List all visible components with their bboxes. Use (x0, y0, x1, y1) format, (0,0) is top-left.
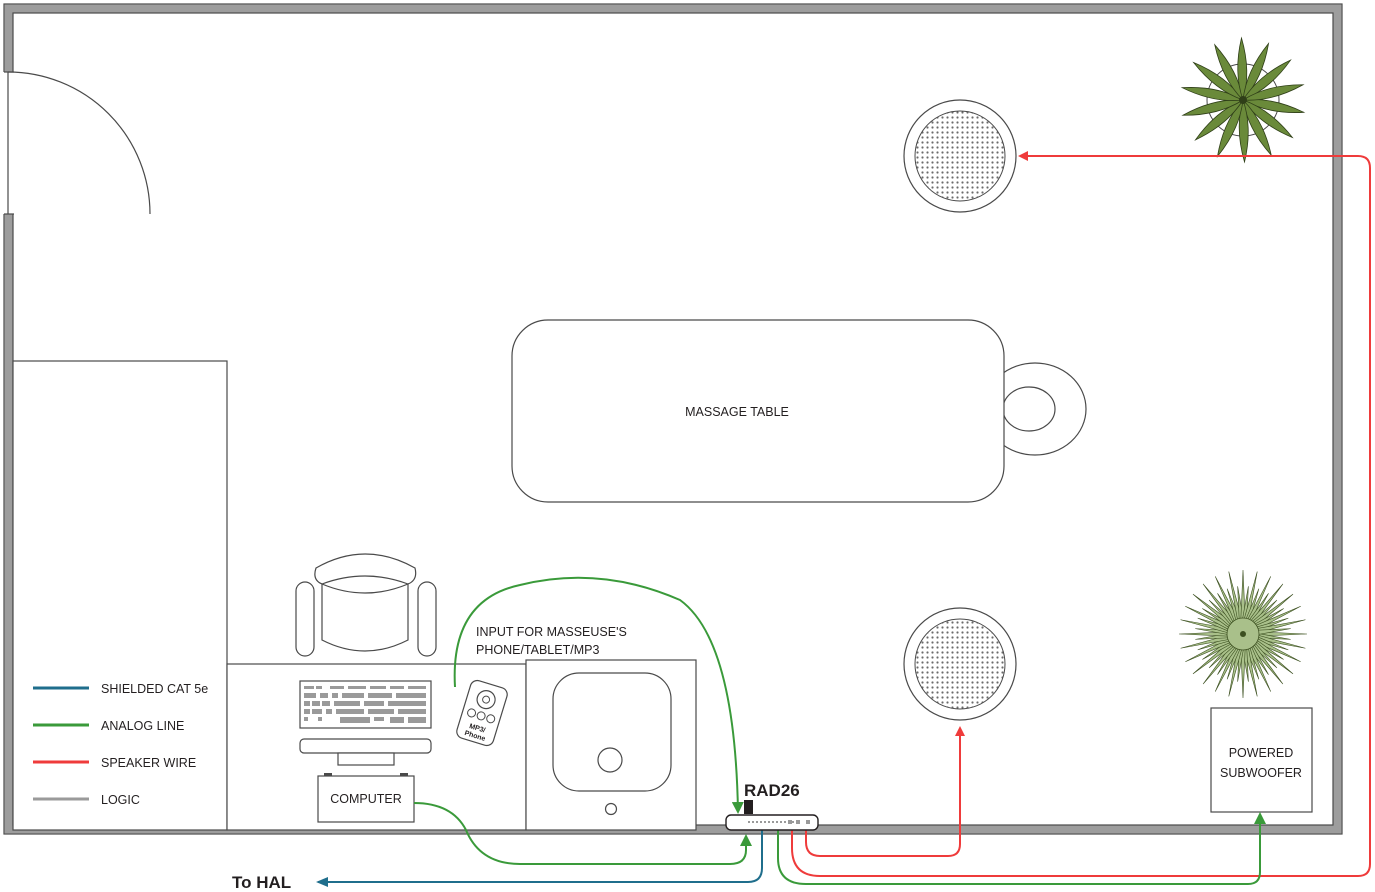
to-hal-label: To HAL (232, 873, 291, 892)
massage-table: MASSAGE TABLE (511, 319, 1087, 503)
computer: COMPUTER (317, 773, 415, 823)
rad26-label: RAD26 (744, 781, 800, 800)
legend-label: LOGIC (101, 793, 140, 807)
keyboard (299, 680, 432, 729)
legend: SHIELDED CAT 5e ANALOG LINE SPEAKER WIRE LO… (33, 682, 208, 807)
input-label-1: INPUT FOR MASSEUSE'S (476, 625, 627, 639)
mp3-label-1: MP3/ (468, 723, 486, 734)
legend-item: SHIELDED CAT 5e (33, 682, 208, 696)
legend-label: ANALOG LINE (101, 719, 184, 733)
speaker-wire-bottom (805, 726, 965, 857)
computer-label: COMPUTER (330, 792, 402, 806)
speaker-wire-top (791, 151, 1371, 877)
monitor (299, 738, 432, 766)
input-label-2: PHONE/TABLET/MP3 (476, 643, 599, 657)
office-chair (295, 553, 437, 657)
legend-item: SPEAKER WIRE (33, 756, 196, 770)
subwoofer-label-2: SUBWOOFER (1220, 766, 1302, 780)
spiky-plant (1178, 569, 1308, 699)
legend-label: SPEAKER WIRE (101, 756, 196, 770)
speaker-bottom (903, 607, 1017, 721)
analog-line-subwoofer (777, 812, 1266, 885)
subwoofer-label-1: POWERED (1229, 746, 1294, 760)
door (7, 71, 151, 215)
cabinet (12, 360, 228, 831)
sink (525, 659, 697, 831)
analog-line-mp3 (453, 576, 744, 814)
powered-subwoofer: POWERED SUBWOOFER (1210, 707, 1313, 813)
legend-item: LOGIC (33, 793, 140, 807)
mp3-phone-device: MP3/ Phone (456, 679, 508, 747)
legend-item: ANALOG LINE (33, 719, 184, 733)
massage-table-label: MASSAGE TABLE (685, 405, 789, 419)
legend-label: SHIELDED CAT 5e (101, 682, 208, 696)
wiring (316, 151, 1371, 887)
analog-line-computer (413, 802, 752, 865)
speaker-top (903, 99, 1017, 213)
cat5e-to-hal (316, 830, 763, 887)
potted-plant-top (1180, 36, 1306, 164)
rad26-unit: RAD26 (725, 781, 819, 831)
